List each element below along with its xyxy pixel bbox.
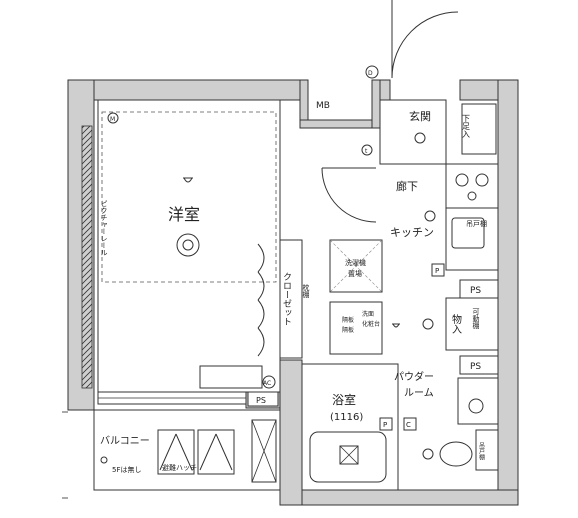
closet-doors xyxy=(257,243,265,357)
powder-room-label-1: パウダー xyxy=(394,370,434,383)
ac-icon xyxy=(262,375,276,389)
top-wall-left xyxy=(67,79,301,101)
mb-wall-bottom xyxy=(299,119,381,129)
storage-area xyxy=(445,297,499,351)
kitchen-light-icon xyxy=(424,210,436,222)
genkan-outline xyxy=(379,99,447,165)
d-mark-icon xyxy=(365,65,379,79)
shoe-box-label: 下足入 xyxy=(462,114,471,138)
vanity-basin xyxy=(468,398,484,414)
p-mark-2-box xyxy=(379,417,393,431)
toilet xyxy=(439,441,473,467)
picture-rail-strip xyxy=(81,125,93,389)
partition-board-2 xyxy=(197,429,235,475)
kitchen-sink xyxy=(451,217,485,249)
washer-area xyxy=(329,239,383,293)
downlight-icon xyxy=(183,177,193,183)
partition-shelf-label: 枕棚 xyxy=(302,283,310,299)
vanity xyxy=(457,377,499,425)
top-wall-mid xyxy=(379,79,391,101)
closet-label: クローゼット xyxy=(281,272,292,326)
upper-cupboard xyxy=(475,429,499,471)
closet-outline xyxy=(279,239,303,359)
bottom-wall xyxy=(279,489,519,506)
washer-area-label-2: 置場 xyxy=(348,269,362,278)
p-mark-1-label: P xyxy=(435,267,439,275)
balcony-outline xyxy=(93,409,281,491)
upper-cupboard-label: 吊戸棚 xyxy=(478,442,485,461)
partition-board-1 xyxy=(157,429,195,475)
ps-right-bottom-label: PS xyxy=(470,362,481,372)
c-mark-label: C xyxy=(406,421,411,429)
hanging-cupboard-label: 吊戸棚 xyxy=(466,219,487,228)
partition-board-1-label: 隔板 xyxy=(342,316,354,324)
powder-light-icon xyxy=(422,318,434,330)
mirror-cabinet-label-1: 洗面 xyxy=(362,310,374,318)
powder-downlight-icon xyxy=(392,323,400,328)
evacuation-hatch-label-1: 避難ハッチ xyxy=(162,463,197,472)
aircon-unit xyxy=(199,365,263,389)
d-mark-label: D xyxy=(368,70,373,77)
toilet-light-icon xyxy=(422,448,434,460)
western-room-label: 洋室 xyxy=(168,205,200,224)
bathroom-size-label: (1116) xyxy=(330,412,363,423)
right-wall xyxy=(497,79,519,506)
kitchen-label: キッチン xyxy=(390,226,434,239)
bath-left-wall xyxy=(279,359,303,506)
bathtub xyxy=(309,431,387,483)
genkan-label: 玄関 xyxy=(409,109,431,123)
m-mark-label: M xyxy=(110,116,115,123)
ps-balcony-label: PS xyxy=(256,396,266,405)
entrance-door[interactable] xyxy=(391,0,459,79)
movable-shelf-label: 可動棚 xyxy=(472,308,480,330)
c-mark-box xyxy=(403,417,417,431)
western-room-dashed xyxy=(101,111,277,283)
storage-label: 物入 xyxy=(450,313,462,334)
shoe-box xyxy=(461,103,497,155)
p-mark-2-label: P xyxy=(383,421,387,429)
bathroom-label: 浴室 xyxy=(332,392,356,407)
t-mark-label: t xyxy=(365,148,368,155)
drain-point-icon xyxy=(100,456,108,464)
room-door[interactable] xyxy=(321,167,377,223)
ceiling-light-inner-icon xyxy=(182,239,194,251)
ps-balcony xyxy=(247,391,279,407)
mirror-cabinet-label-2: 化粧台 xyxy=(362,320,380,328)
drain-icon xyxy=(339,445,359,465)
balcony-label: バルコニー xyxy=(100,435,150,447)
ac-label: AC xyxy=(263,380,271,387)
genkan-light-icon xyxy=(414,132,426,144)
p-mark-1-box xyxy=(431,263,445,277)
m-mark-icon xyxy=(107,112,119,124)
ps-right-top-label: PS xyxy=(470,286,481,296)
mirror-cabinet xyxy=(329,301,383,355)
partition-board-2-label: 隔板 xyxy=(342,326,354,334)
mb-wall-right xyxy=(371,79,381,129)
powder-room-label-2: ルーム xyxy=(404,387,434,399)
western-room-outline xyxy=(97,99,281,393)
ceiling-light-icon xyxy=(176,233,200,257)
washer-area-label-1: 洗濯機 xyxy=(345,258,366,267)
ps-right-bottom xyxy=(459,355,499,375)
stove xyxy=(445,163,499,209)
picture-rail-label: ピクチャーレール xyxy=(100,200,108,256)
hallway-label: 廊下 xyxy=(396,179,418,193)
sink-counter xyxy=(445,207,499,271)
bathroom-outline xyxy=(301,363,399,491)
t-mark-icon xyxy=(361,144,373,156)
mb-label: MB xyxy=(316,101,330,111)
balcony-note-label: 5Fは無し xyxy=(112,465,141,474)
